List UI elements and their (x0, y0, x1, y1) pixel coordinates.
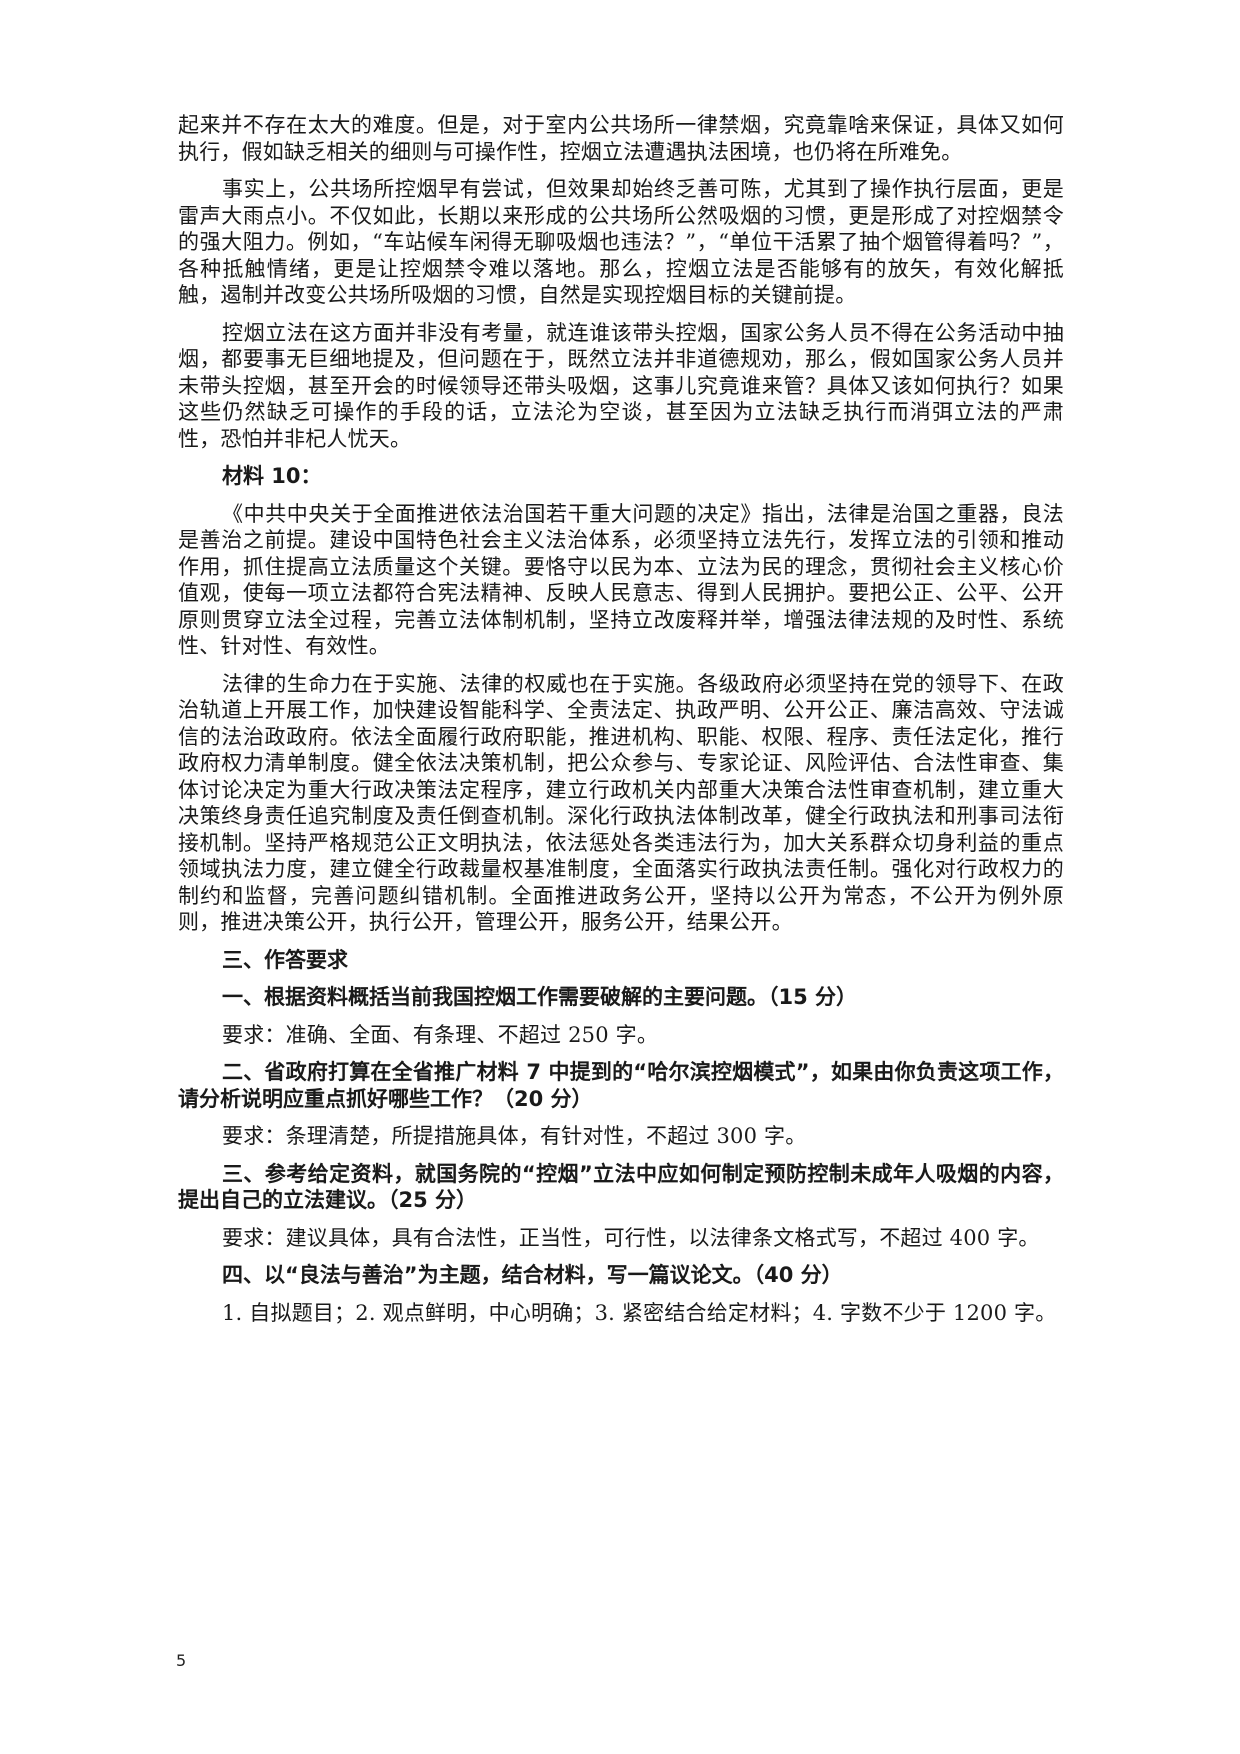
material-9-paragraph-2: 控烟立法在这方面并非没有考量，就连谁该带头控烟，国家公务人员不得在公务活动中抽烟… (178, 320, 1064, 451)
question-3-prompt: 三、参考给定资料，就国务院的“控烟”立法中应如何制定预防控制未成年人吸烟的内容，… (178, 1161, 1064, 1213)
question-1-requirement: 要求：准确、全面、有条理、不超过 250 字。 (222, 1022, 659, 1047)
continuation-paragraph: 起来并不存在太大的难度。但是，对于室内公共场所一律禁烟，究竟靠啥来保证，具体又如… (178, 113, 1064, 164)
question-4-requirement: 1. 自拟题目；2. 观点鲜明，中心明确；3. 紧密结合给定材料；4. 字数不少… (222, 1300, 1057, 1325)
material-9-paragraph-1: 事实上，公共场所控烟早有尝试，但效果却始终乏善可陈，尤其到了操作执行层面，更是雷… (178, 177, 1064, 307)
answer-requirements-heading: 三、作答要求 (222, 947, 348, 972)
question-3-requirement: 要求：建议具体，具有合法性，正当性，可行性，以法律条文格式写，不超过 400 字… (222, 1225, 1040, 1250)
document-page: 起来并不存在太大的难度。但是，对于室内公共场所一律禁烟，究竟靠啥来保证，具体又如… (178, 112, 1064, 1337)
question-2-requirement: 要求：条理清楚，所提措施具体，有针对性，不超过 300 字。 (222, 1124, 807, 1148)
question-4-prompt: 四、以“良法与善治”为主题，结合材料，写一篇议论文。（40 分） (222, 1263, 843, 1287)
material-10-heading: 材料 10： (222, 464, 322, 488)
material-10-paragraph-1: 《中共中央关于全面推进依法治国若干重大问题的决定》指出，法律是治国之重器，良法是… (178, 501, 1064, 659)
question-2-prompt: 二、省政府打算在全省推广材料 7 中提到的“哈尔滨控烟模式”，如果由你负责这项工… (178, 1060, 1064, 1111)
material-10-paragraph-2: 法律的生命力在于实施、法律的权威也在于实施。各级政府必须坚持在党的领导下、在政治… (178, 671, 1064, 935)
question-1-prompt: 一、根据资料概括当前我国控烟工作需要破解的主要问题。（15 分） (222, 985, 858, 1009)
page-number: 5 (176, 1651, 187, 1670)
